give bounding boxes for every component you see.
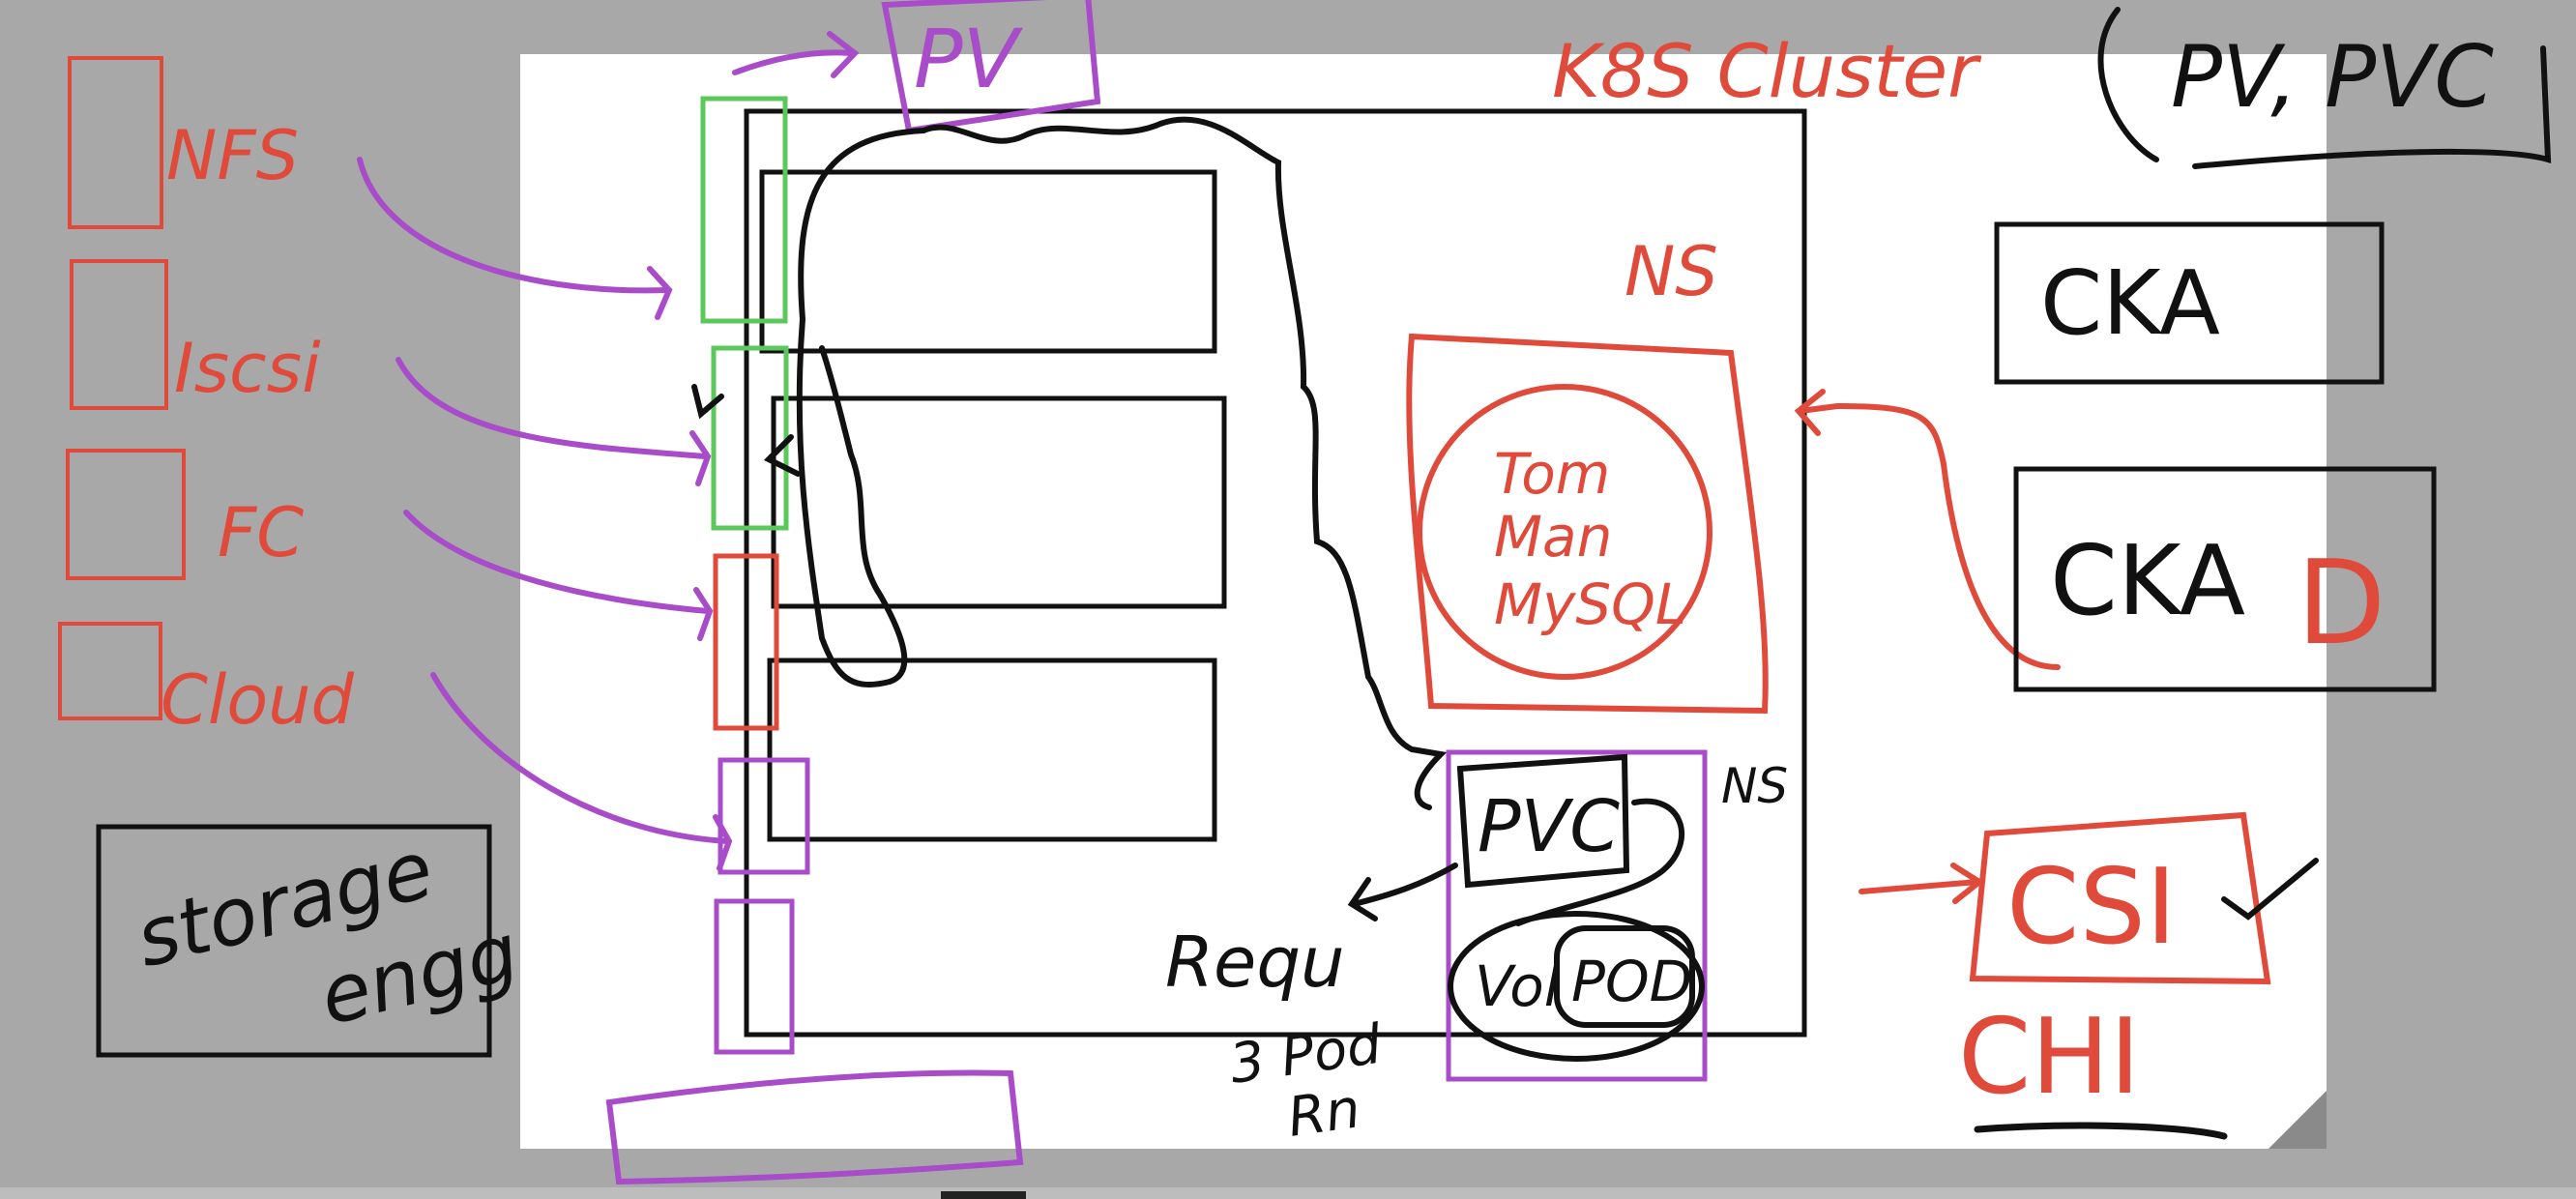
storage-label-iscsi: Iscsi	[174, 329, 321, 408]
ns-label: NS	[1625, 232, 1718, 311]
node-3	[767, 658, 1217, 842]
storage-label-cloud: Cloud	[161, 660, 355, 740]
storage-path-loop	[796, 128, 926, 687]
storage-label-nfs: NFS	[166, 116, 299, 195]
run-label: Rn	[1284, 1077, 1364, 1150]
volume-box-4	[717, 757, 810, 875]
storage-box-fc	[66, 449, 186, 580]
pod-content-3: MySQL	[1494, 571, 1686, 637]
csi-check	[2221, 858, 2319, 921]
pv-pvc-bracket	[2097, 7, 2552, 169]
request-label: Requ	[1165, 921, 1345, 1003]
cka-box	[1994, 221, 2385, 385]
page-curl	[2269, 1091, 2327, 1149]
storage-box-nfs	[68, 56, 163, 229]
cluster-label: K8S Cluster	[1552, 28, 1982, 114]
storage-box-iscsi	[70, 259, 168, 410]
vol-label: Vol	[1475, 953, 1560, 1019]
storage-box-cloud	[58, 622, 162, 720]
storage-arrows	[357, 157, 733, 871]
ckad-suffix: D	[2297, 537, 2386, 671]
cka-label: CKA	[2040, 251, 2220, 355]
pv-box	[881, 0, 1101, 134]
pod-content-2: Man	[1494, 504, 1612, 570]
pv-label: PV	[914, 12, 1024, 106]
pv-pvc-label: PV, PVC	[2171, 27, 2494, 127]
check-mark	[691, 384, 724, 420]
pod-label: POD	[1571, 949, 1692, 1014]
csi-box	[1969, 811, 2271, 985]
ns-ckad-arrow	[1794, 389, 2061, 670]
request-arrow	[1347, 863, 1458, 921]
node-1	[759, 169, 1217, 354]
volume-box-5	[714, 898, 795, 1055]
chi-underline	[1974, 1122, 2228, 1140]
volume-box-1	[700, 96, 788, 324]
pv-arrow	[732, 31, 860, 78]
bottom-purple-box	[605, 1069, 1024, 1185]
namespace-box	[1406, 333, 1769, 715]
check-mark-2	[763, 434, 801, 477]
bottom-toolbar-strip	[0, 1187, 2576, 1199]
pvc-vol-link	[1515, 798, 1685, 926]
storage-path-line	[921, 116, 1448, 810]
pvc-group-box	[1446, 749, 1708, 1082]
storage-type-list	[58, 56, 186, 720]
volume-ellipse	[1448, 911, 1705, 1062]
pvc-box	[1456, 753, 1630, 889]
app-pod-circle	[1417, 384, 1712, 680]
volume-box-3	[713, 553, 779, 731]
worker-nodes	[759, 169, 1227, 842]
pvc-label: PVC	[1478, 785, 1620, 868]
ckad-label: CKA	[2050, 524, 2245, 637]
pod-content-1: Tom	[1494, 441, 1610, 507]
chi-label: CHI	[1958, 997, 2140, 1118]
storage-label-fc: FC	[218, 493, 304, 572]
csi-arrow	[1859, 863, 1985, 904]
csi-label: CSI	[2006, 847, 2177, 968]
ns-small-label: NS	[1721, 758, 1788, 814]
pod-box	[1554, 925, 1695, 1028]
node-2	[771, 395, 1227, 609]
storage-engineer-box	[96, 824, 492, 1058]
ckad-box	[2013, 466, 2437, 692]
cluster-box	[744, 108, 1807, 1038]
bottom-toolbar-handle[interactable]	[941, 1191, 1026, 1199]
